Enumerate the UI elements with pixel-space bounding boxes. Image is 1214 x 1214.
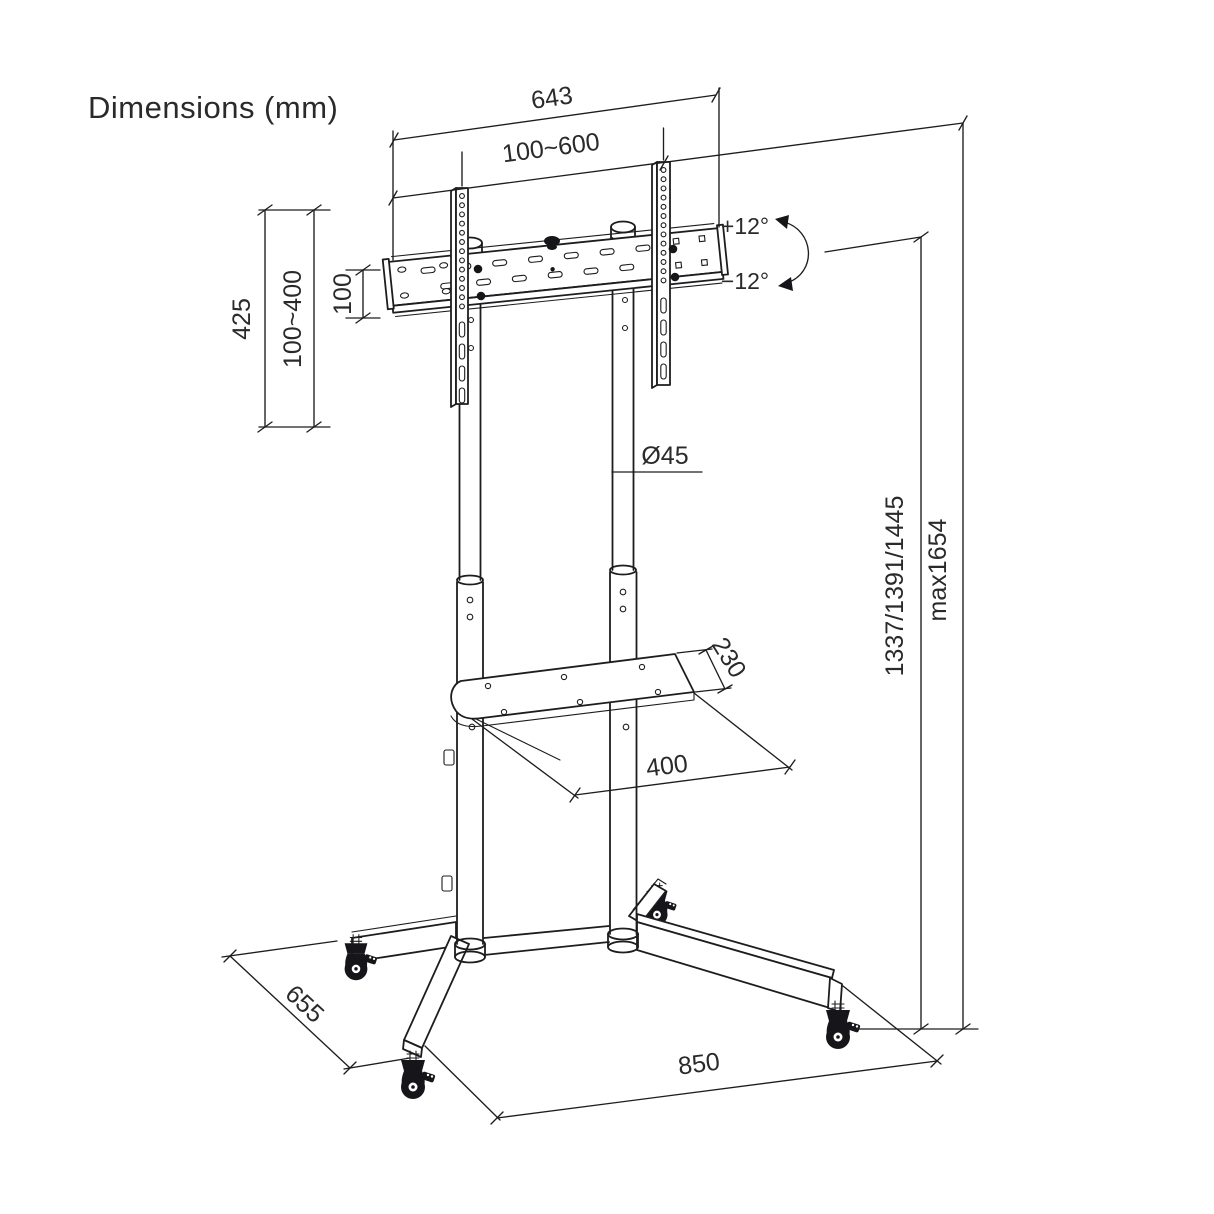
- dim-label-shelf-width: 400: [645, 750, 690, 783]
- dim-label-base-depth: 655: [280, 980, 330, 1029]
- dim-vesa-height-range: 100~400: [279, 204, 322, 433]
- tv-stand-illustration: [344, 161, 862, 1100]
- base-crossbar: [483, 925, 610, 956]
- dim-label-plate-height: 100: [329, 273, 357, 315]
- dim-heights: 1337/1391/1445 max1654: [848, 122, 979, 1035]
- vesa-arm-right: [651, 161, 671, 389]
- base-leg-front-left: [400, 935, 470, 1100]
- cable-hook-lower: [441, 875, 453, 892]
- dim-plate-height: 100: [329, 264, 381, 324]
- dim-label-tilt-up: +12°: [721, 213, 769, 239]
- page-title: Dimensions (mm): [88, 90, 338, 125]
- dim-label-max-height: max1654: [924, 518, 952, 621]
- shelf: [450, 653, 695, 761]
- dim-label-mount-width: 100~600: [501, 128, 602, 169]
- dim-pole-diameter: Ø45: [611, 442, 703, 473]
- vesa-arm-left: [450, 187, 469, 408]
- clamp-bolt: [668, 244, 678, 254]
- dim-label-bracket-height: 425: [228, 298, 256, 340]
- dim-base-width: 850: [424, 985, 944, 1125]
- dim-label-total-width: 643: [529, 81, 574, 115]
- cable-hook-upper: [443, 749, 455, 766]
- dim-label-height-options: 1337/1391/1445: [881, 496, 909, 677]
- mounting-rail: [381, 223, 729, 318]
- dim-bracket-height: 425: [228, 204, 331, 433]
- dim-bracket-total-width: 643: [389, 81, 721, 261]
- dim-label-pole-diameter: Ø45: [641, 442, 688, 470]
- dim-base-depth: 655: [221, 940, 411, 1075]
- left-pole: [441, 236, 486, 964]
- clamp-bolt: [476, 291, 486, 301]
- dim-tilt-range: +12° −12°: [721, 213, 922, 294]
- base-leg-front-right: [636, 913, 862, 1050]
- dim-label-vesa-height: 100~400: [279, 270, 307, 368]
- clamp-bolt: [670, 272, 680, 282]
- dim-mount-width-range: 100~600: [388, 115, 968, 206]
- dim-label-tilt-down: −12°: [721, 268, 769, 294]
- right-pole: [607, 220, 639, 954]
- rail-center-knob: [544, 236, 560, 246]
- dim-label-shelf-depth: 230: [706, 633, 752, 683]
- clamp-bolt: [473, 264, 483, 274]
- dimension-annotations: 643 100~600 425 100~400 100: [221, 81, 979, 1125]
- dim-label-base-width: 850: [677, 1048, 722, 1081]
- dim-shelf-width: 400: [471, 692, 796, 803]
